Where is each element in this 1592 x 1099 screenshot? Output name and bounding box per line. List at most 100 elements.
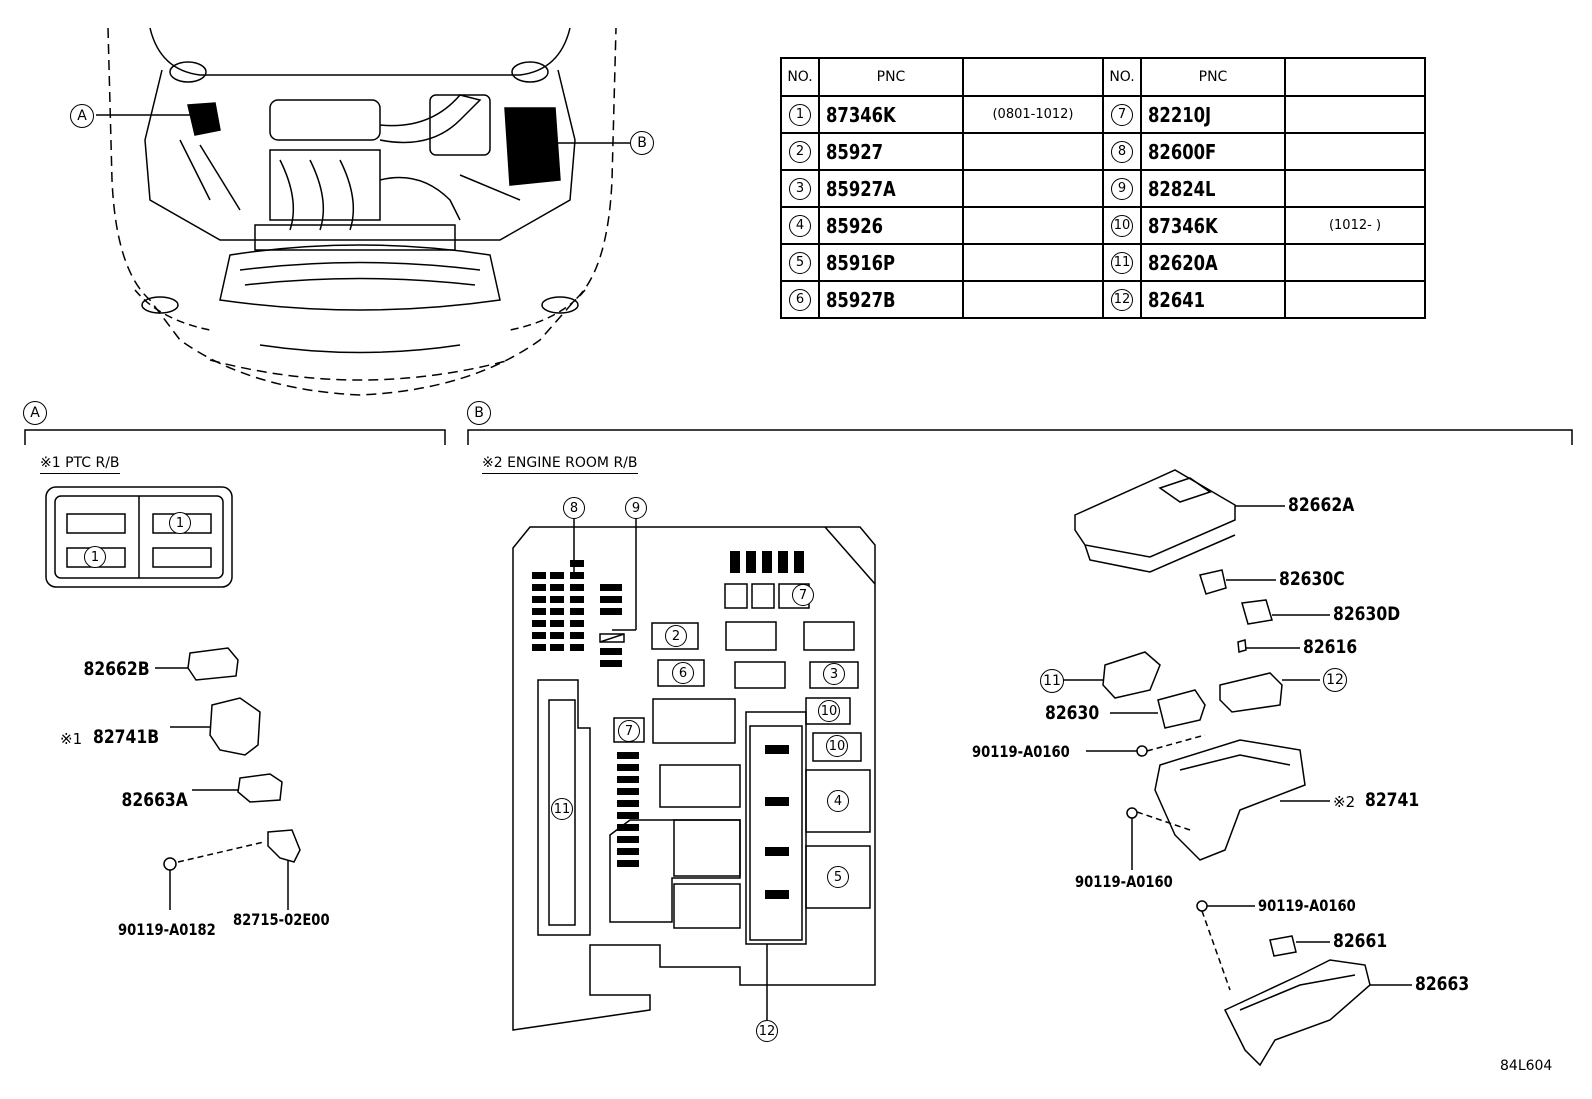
section-a-letter: A [23,401,47,425]
table-row: 5 85916P 11 82620A [780,243,1426,282]
row-no-2: 11 [1102,243,1142,282]
section-brackets [24,429,1573,445]
part-82662b-label: 82662B [83,658,150,680]
header-pnc-2: PNC [1140,57,1286,97]
section-b-title: ※2 ENGINE ROOM R/B [482,455,638,474]
er-box-num-11: 11 [551,798,573,820]
part-82715-02e00-label: 82715-02E00 [233,910,330,929]
row-pnc: 87346K [818,95,964,134]
row-note [962,132,1104,171]
part-90119-a0160-label-1: 90119-A0160 [972,742,1070,761]
part-82741-label: 82741 [1365,789,1420,811]
row-no-2: 8 [1102,132,1142,171]
row-no-2-text: 11 [1111,251,1133,274]
row-note [962,243,1104,282]
row-pnc-2: 82641 [1140,280,1286,319]
row-pnc-2: 82620A [1140,243,1286,282]
er-box-num-10a: 10 [818,700,840,722]
table-row: 3 85927A 9 82824L [780,169,1426,208]
row-no-2-text: 10 [1111,214,1133,237]
callout-a-marker: A [70,104,94,128]
section-b-letter: B [467,401,491,425]
row-pnc-text: 85926 [826,213,884,238]
row-pnc: 85927B [818,280,964,319]
row-no: 1 [780,95,820,134]
er-box-num-9: 9 [625,497,647,519]
part-82741b-label: 82741B [93,726,160,748]
header-no: NO. [780,57,820,97]
er-box-num-7b: 7 [618,720,640,742]
header-note [962,57,1104,97]
row-no-text: 3 [789,177,811,200]
section-b-parts-drawing [1063,469,1412,1067]
section-a-parts-drawing [155,647,301,910]
engine-room-box-drawing [512,509,876,1031]
part-82630-label: 82630 [1045,702,1100,724]
er-box-num-7a: 7 [792,584,814,606]
row-no-2: 10 [1102,206,1142,245]
er-box-num-6: 6 [672,662,694,684]
row-note-2 [1284,169,1426,208]
er-box-num-5: 5 [827,866,849,888]
row-no: 5 [780,243,820,282]
row-no-text: 6 [789,288,811,311]
row-no-2-text: 9 [1111,177,1133,200]
row-note-2: (1012- ) [1284,206,1426,245]
er-box-num-2: 2 [665,625,687,647]
er-box-num-10b: 10 [826,735,848,757]
row-no-2: 9 [1102,169,1142,208]
row-no-text: 5 [789,251,811,274]
er-box-num-12: 12 [756,1020,778,1042]
part-82662a-label: 82662A [1288,494,1355,516]
er-box-num-4: 4 [827,790,849,812]
engine-bay-illustration [96,27,630,396]
header-pnc: PNC [818,57,964,97]
table-row: 2 85927 8 82600F [780,132,1426,171]
row-note-2 [1284,243,1426,282]
row-pnc: 85926 [818,206,964,245]
header-note-2 [1284,57,1426,97]
row-pnc-2-text: 82824L [1148,176,1216,201]
row-pnc-2-text: 82210J [1148,102,1212,127]
row-note [962,169,1104,208]
row-no: 4 [780,206,820,245]
row-no-2-text: 8 [1111,140,1133,163]
er-box-num-8: 8 [563,497,585,519]
row-pnc-text: 85927A [826,176,896,201]
section-a-marker: A [23,401,47,425]
row-no-text: 1 [789,103,811,126]
table-row: 4 85926 10 87346K (1012- ) [780,206,1426,245]
row-pnc-text: 85916P [826,250,896,275]
row-pnc-2: 82210J [1140,95,1286,134]
er-box-num-3: 3 [823,663,845,685]
section-b-marker: B [467,401,491,425]
row-no-2: 12 [1102,280,1142,319]
row-note [962,206,1104,245]
part-82661-label: 82661 [1333,930,1388,952]
part-82630c-label: 82630C [1279,568,1345,590]
ptc-relay-box-drawing [45,486,233,588]
part-82741b-mark: ※1 [60,730,83,748]
row-note-2 [1284,95,1426,134]
callout-b-label: B [630,131,654,155]
row-pnc: 85916P [818,243,964,282]
row-no: 6 [780,280,820,319]
row-pnc-2: 82824L [1140,169,1286,208]
row-no-2: 7 [1102,95,1142,134]
row-no-text: 4 [789,214,811,237]
part-82741-mark: ※2 [1333,793,1356,811]
row-note [962,280,1104,319]
section-a-title: ※1 PTC R/B [40,455,120,474]
row-pnc: 85927A [818,169,964,208]
ptc-fuse-label-1: 1 [169,512,191,534]
header-no-2: NO. [1102,57,1142,97]
row-pnc-2-text: 87346K [1148,213,1218,238]
row-pnc-text: 85927 [826,139,884,164]
row-pnc-2-text: 82600F [1148,139,1217,164]
diagram-code: 84L604 [1500,1058,1553,1074]
row-no-text: 2 [789,140,811,163]
part-82616-label: 82616 [1303,636,1358,658]
callout-b-marker: B [630,131,654,155]
